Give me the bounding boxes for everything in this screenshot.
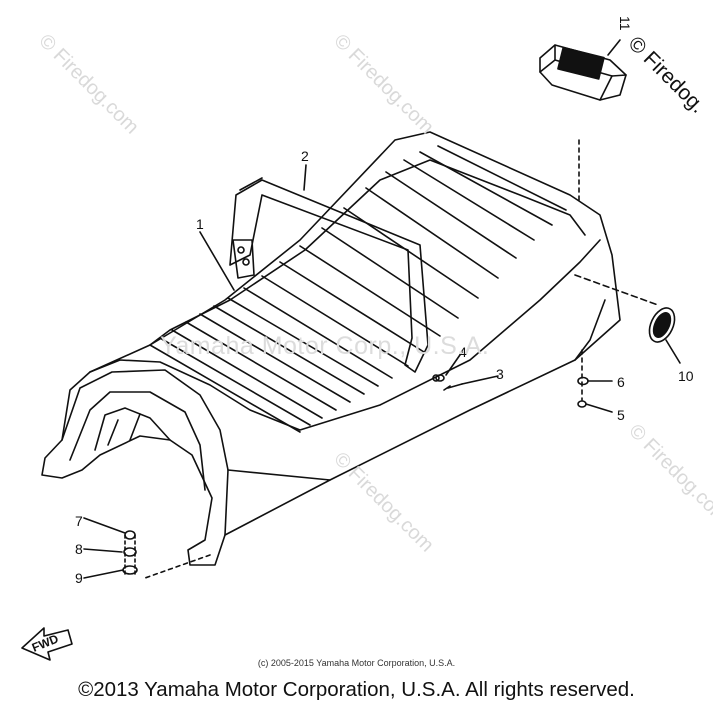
watermark-center: Yamaha Motor Corp., U.S.A. xyxy=(160,332,490,360)
emblem xyxy=(648,307,676,343)
seat-frame-rear xyxy=(61,369,229,536)
nut-5 xyxy=(577,400,587,408)
seat-outline xyxy=(41,131,621,566)
grab-strap xyxy=(229,179,429,373)
callout-1: 1 xyxy=(196,216,204,232)
callout-7: 7 xyxy=(75,513,83,529)
callout-6: 6 xyxy=(617,374,625,390)
fwd-label: FWD xyxy=(30,631,61,654)
callout-4: 4 xyxy=(459,344,467,360)
seat-pleats xyxy=(149,344,301,433)
callout-11: 11 xyxy=(617,16,633,31)
callout-10: 10 xyxy=(678,368,694,384)
bolt xyxy=(443,383,463,391)
callout-3: 3 xyxy=(496,366,504,382)
callout-2: 2 xyxy=(301,148,309,164)
footer-copyright: ©2013 Yamaha Motor Corporation, U.S.A. A… xyxy=(78,678,635,701)
callout-5: 5 xyxy=(617,407,625,423)
callout-8: 8 xyxy=(75,541,83,557)
callout-9: 9 xyxy=(75,570,83,586)
washer-6 xyxy=(577,376,589,386)
small-copyright: (c) 2005-2015 Yamaha Motor Corporation, … xyxy=(257,658,456,668)
fwd-arrow xyxy=(21,627,73,661)
bolt-7 xyxy=(124,530,136,540)
washer-8 xyxy=(123,547,137,557)
